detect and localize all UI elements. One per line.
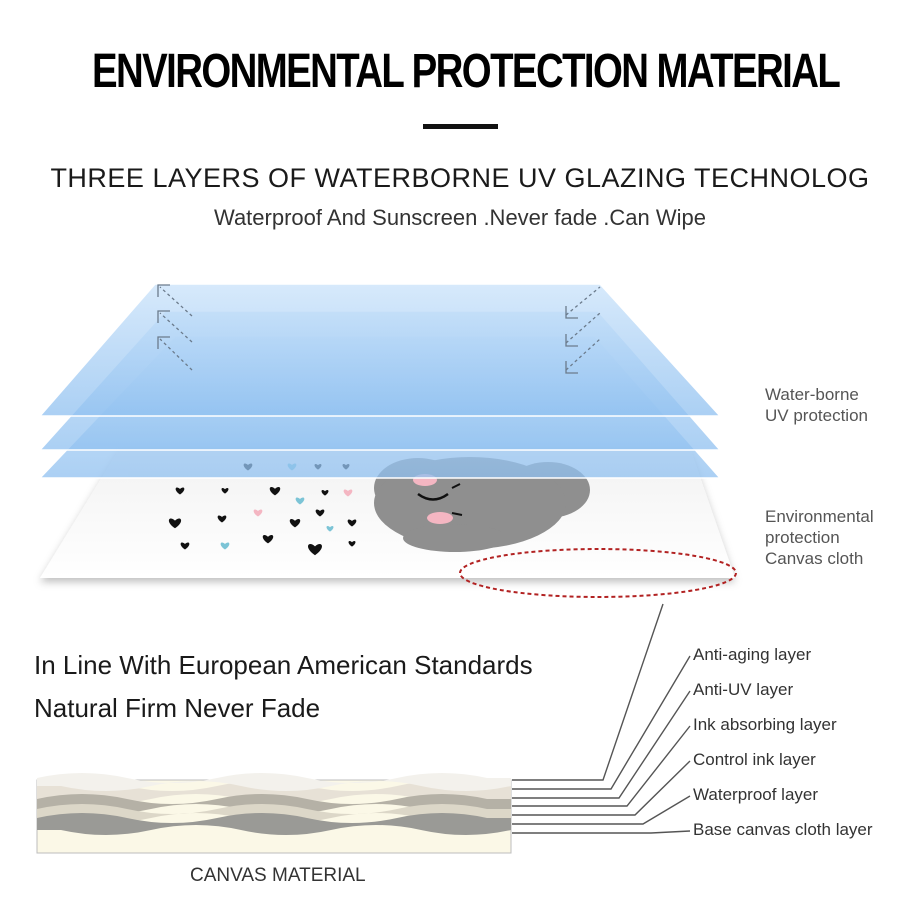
heart-shape: [348, 541, 356, 547]
page-title: ENVIRONMENTAL PROTECTION MATERIAL: [92, 45, 841, 98]
heart-shape: [253, 509, 263, 517]
heart-shape: [175, 487, 185, 495]
uv-protection-label: Water-borne UV protection: [765, 385, 868, 425]
uv-reflection-arrows: [159, 286, 601, 371]
heart-shape: [221, 488, 229, 494]
heart-shape: [168, 518, 182, 529]
layer-label-control-ink: Control ink layer: [693, 750, 816, 769]
tagline: Waterproof And Sunscreen .Never fade .Ca…: [214, 205, 706, 230]
arrow-heads: [157, 284, 578, 374]
canvas-material-caption: CANVAS MATERIAL: [190, 865, 366, 886]
canvas-cross-section: [36, 773, 512, 854]
canvas-cloth-label: Environmental protection Canvas cloth: [765, 507, 874, 568]
heart-shape: [295, 497, 305, 505]
layer-leader-lines: [512, 603, 691, 834]
heart-shape: [217, 515, 227, 523]
heart-shape: [343, 489, 353, 497]
standards-statement: In Line With European American Standards…: [34, 650, 533, 723]
heart-shape: [262, 535, 274, 544]
title-underline: [423, 124, 498, 129]
heart-shape: [269, 487, 281, 496]
heart-shape: [220, 542, 230, 550]
subtitle: THREE LAYERS OF WATERBORNE UV GLAZING TE…: [50, 163, 870, 193]
layer-label-anti-aging: Anti-aging layer: [693, 645, 812, 664]
layer-label-ink-absorbing: Ink absorbing layer: [693, 715, 837, 734]
layer-label-anti-uv: Anti-UV layer: [693, 680, 794, 699]
edge-highlight: [459, 548, 737, 598]
heart-shape: [289, 519, 301, 528]
heart-shape: [180, 542, 190, 550]
heart-shape: [315, 509, 325, 517]
layer-label-waterproof: Waterproof layer: [693, 785, 819, 804]
heart-shape: [308, 544, 322, 556]
heart-shape: [321, 490, 329, 496]
heart-shape: [347, 519, 357, 527]
heart-shape: [326, 526, 334, 532]
layer-label-base-canvas: Base canvas cloth layer: [693, 820, 873, 839]
uv-glazing-layers: [38, 283, 722, 479]
glaze-layer-1: [38, 283, 722, 417]
